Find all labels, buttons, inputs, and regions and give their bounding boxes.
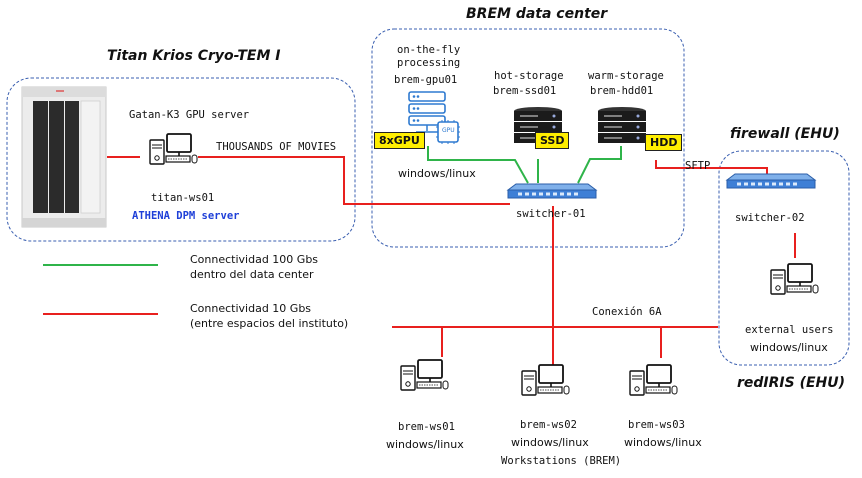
switcher-01-icon <box>507 183 597 199</box>
sftp-label: SFTP <box>685 160 711 172</box>
titan-ws-label: titan-ws01 <box>151 192 215 204</box>
firewall-title: firewall (EHU) <box>730 126 840 142</box>
external-users-label: external users <box>745 324 834 336</box>
brem-group-box <box>371 28 685 248</box>
ssd-tag: SSD <box>535 132 570 149</box>
legend-red-label-2: (entre espacios del instituto) <box>190 317 349 330</box>
gatan-label: Gatan-K3 GPU server <box>129 109 250 121</box>
external-os-label: windows/linux <box>750 341 828 354</box>
brem-title: BREM data center <box>466 6 608 22</box>
titan-title: Titan Krios Cryo-TEM I <box>107 48 281 64</box>
warm-storage-label: warm-storage <box>588 70 664 82</box>
hdd01-label: brem-hdd01 <box>590 85 654 97</box>
hot-storage-label: hot-storage <box>494 70 564 82</box>
titan-ws-icon <box>149 133 198 165</box>
titan-group-box <box>6 77 356 242</box>
switcher-01-label: switcher-01 <box>516 208 586 220</box>
brem-ws01-label: brem-ws01 <box>398 421 455 433</box>
workstations-label: Workstations (BREM) <box>501 455 622 467</box>
hdd-tag: HDD <box>645 134 683 151</box>
gpu01-label: brem-gpu01 <box>394 74 458 86</box>
legend-red-label-1: Connectividad 10 Gbs <box>190 302 312 315</box>
brem-ws02-icon <box>521 364 570 396</box>
rediris-group-box <box>718 150 850 366</box>
brem-ws02-os: windows/linux <box>511 436 589 449</box>
brem-ws03-label: brem-ws03 <box>628 419 685 431</box>
switcher-02-icon <box>726 173 816 189</box>
brem-ws03-icon <box>629 364 678 396</box>
legend-green-label-2: dentro del data center <box>190 268 314 281</box>
athena-label: ATHENA DPM server <box>132 210 240 222</box>
gpu-server-icon <box>408 91 460 144</box>
brem-ws01-icon <box>400 359 449 391</box>
gpu-chip-label: GPU <box>442 127 455 134</box>
microscope-image <box>21 86 107 228</box>
gpu-tag: 8xGPU <box>374 132 425 149</box>
external-users-icon <box>770 263 819 295</box>
dc-os-label: windows/linux <box>398 167 476 180</box>
rediris-title: redIRIS (EHU) <box>737 375 846 391</box>
brem-ws03-os: windows/linux <box>624 436 702 449</box>
brem-ws01-os: windows/linux <box>386 438 464 451</box>
legend-green-label-1: Connectividad 100 Gbs <box>190 253 319 266</box>
ssd01-label: brem-ssd01 <box>493 85 557 97</box>
switcher-02-label: switcher-02 <box>735 212 805 224</box>
hdd-server-icon <box>597 106 647 144</box>
brem-ws02-label: brem-ws02 <box>520 419 577 431</box>
onfly-label-2: processing <box>397 57 461 69</box>
onfly-label-1: on-the-fly <box>397 44 461 56</box>
movies-label: THOUSANDS OF MOVIES <box>216 141 337 153</box>
links-100g <box>427 146 622 184</box>
conexion-label: Conexión 6A <box>592 306 662 318</box>
